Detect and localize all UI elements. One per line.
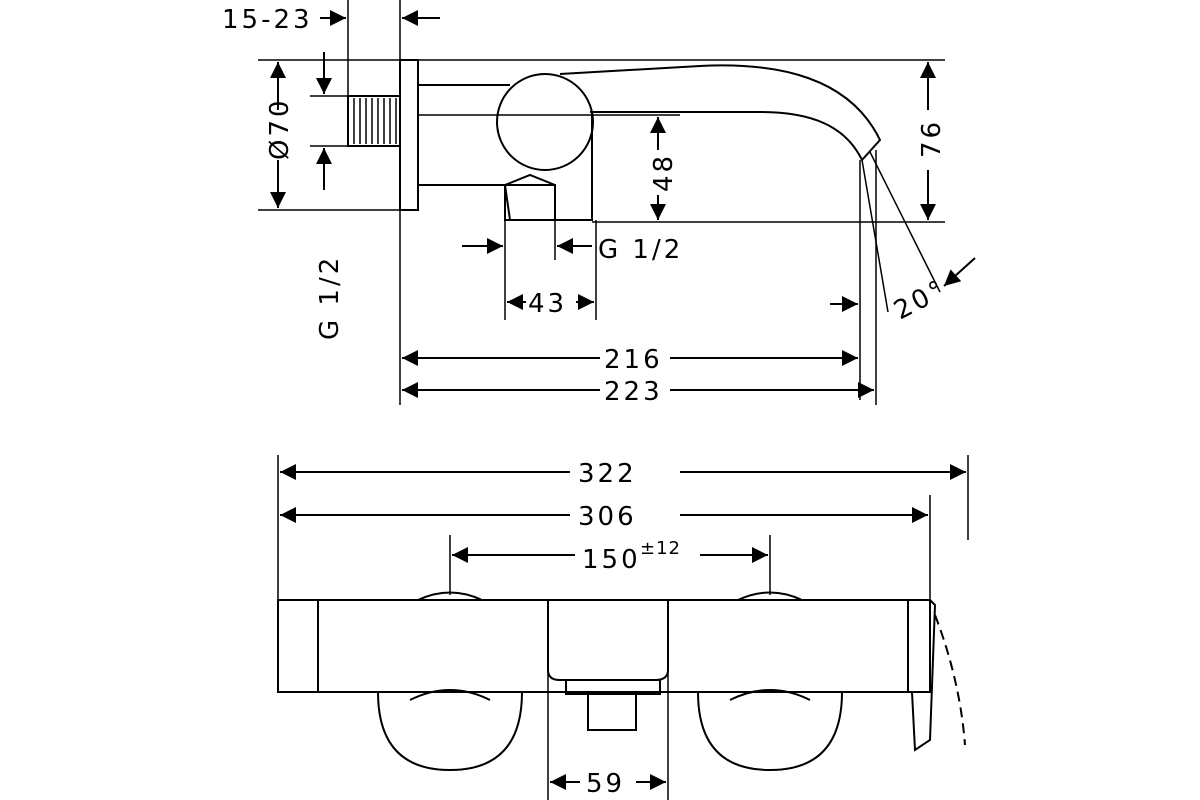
dim-216: 216 <box>604 345 663 375</box>
handle-right <box>697 691 843 772</box>
end-cap-left <box>277 599 319 693</box>
dim-306: 306 <box>578 502 637 532</box>
dim-height-48: 48 <box>649 153 679 192</box>
dim-322: 322 <box>578 459 637 489</box>
spout-lower-body <box>503 112 593 221</box>
thread-lines <box>353 98 397 144</box>
dim-offset-range: 15-23 <box>222 5 313 35</box>
handle-right-top <box>737 591 803 601</box>
outlet-thread <box>587 693 637 731</box>
water-stream <box>934 614 966 746</box>
dim-diameter: Ø70 <box>265 97 295 160</box>
dim-height-76: 76 <box>917 119 947 158</box>
top-view: 322 306 150 ±12 59 <box>277 455 969 800</box>
handle-left-top <box>417 591 483 601</box>
lever-housing <box>496 73 594 171</box>
wall-plate <box>399 59 419 211</box>
mixer-bar <box>317 599 909 693</box>
diverter-knob <box>504 184 556 221</box>
end-cap-right <box>907 599 931 693</box>
mixer-body <box>417 84 510 186</box>
dim-thread-vertical: G 1/2 <box>315 255 345 340</box>
dim-tolerance: ±12 <box>640 538 681 559</box>
dim-59: 59 <box>586 769 625 799</box>
spout <box>559 64 882 162</box>
dim-43: 43 <box>528 289 567 319</box>
dim-223: 223 <box>604 377 663 407</box>
handle-left <box>377 691 523 772</box>
side-view: 15-23 Ø70 G 1/2 48 76 G 1/2 43 <box>222 0 976 407</box>
dim-thread-horizontal: G 1/2 <box>598 235 683 265</box>
dim-150: 150 <box>582 545 641 575</box>
central-housing <box>547 600 669 681</box>
dim-angle: 20° <box>889 274 952 326</box>
spout-top <box>911 599 937 752</box>
threaded-connector <box>347 95 401 147</box>
